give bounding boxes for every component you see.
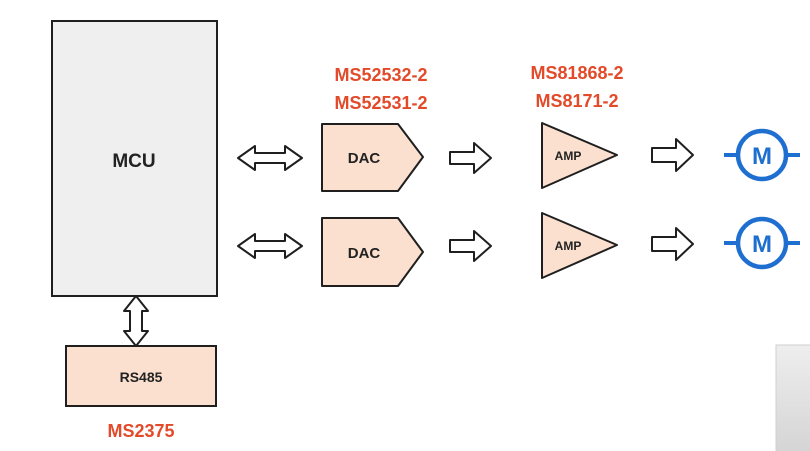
mcu-block [51,20,218,297]
dac-block [321,123,424,192]
amp-part-number-1: MS81868-2 [530,63,623,83]
gray-panel [775,344,810,451]
dac-block [321,217,424,287]
amp-block [541,212,618,279]
motor-icon: M [724,216,800,270]
mcu-label: MCU [112,151,155,172]
bidirectional-arrow-icon [237,145,303,171]
bidirectional-arrow-icon [237,233,303,259]
right-arrow-icon [651,138,694,172]
dac-part-number-2: MS52531-2 [334,93,427,113]
amp-block [541,122,618,189]
dac-part-number-1: MS52532-2 [334,65,427,85]
rs485-label: RS485 [120,369,163,385]
dac-label: DAC [348,150,381,167]
motor-label: M [752,143,772,170]
amp-label: AMP [555,149,582,163]
amp-part-number-2: MS8171-2 [535,91,618,111]
right-arrow-icon [449,230,492,262]
right-arrow-icon [449,142,492,174]
right-arrow-icon [651,227,694,261]
amp-label: AMP [555,239,582,253]
rs485-part-number: MS2375 [107,421,174,441]
motor-icon: M [724,128,800,182]
dac-label: DAC [348,245,381,262]
bidirectional-arrow-icon [123,295,149,347]
motor-label: M [752,231,772,258]
rs485-block [65,345,217,407]
